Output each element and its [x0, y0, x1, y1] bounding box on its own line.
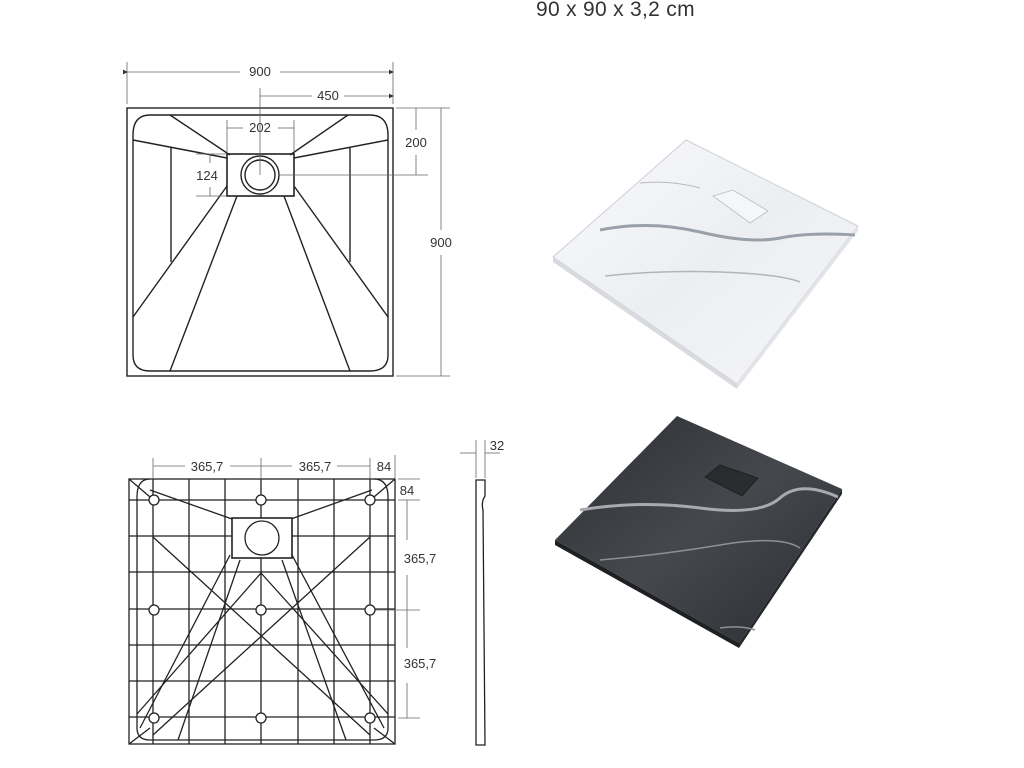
drain-width-dimension: 202: [249, 120, 271, 135]
top-view-dimensions: [123, 62, 450, 377]
white-marble-tray-photo: [552, 139, 859, 389]
product-dimensions-title: 90 x 90 x 3,2 cm: [536, 0, 695, 21]
bottom-spacing-y2: 365,7: [404, 656, 437, 671]
thickness-dimension: 32: [490, 438, 504, 453]
bottom-spacing-x1: 365,7: [191, 459, 224, 474]
bottom-edge-y: 84: [400, 483, 414, 498]
bottom-view-dimensions: [152, 455, 420, 719]
bottom-spacing-y1: 365,7: [404, 551, 437, 566]
top-width-dimension: 900: [249, 64, 271, 79]
bottom-edge-x: 84: [377, 459, 391, 474]
top-view-drawing: [126, 107, 394, 377]
bottom-view-drawing: [128, 478, 396, 745]
black-slate-tray-photo: [555, 416, 842, 648]
bottom-spacing-x2: 365,7: [299, 459, 332, 474]
side-view-drawing: [475, 479, 486, 746]
drain-offset-dimension: 200: [405, 135, 427, 150]
top-half-width-dimension: 450: [317, 88, 339, 103]
top-height-dimension: 900: [430, 235, 452, 250]
drain-height-dimension: 124: [196, 168, 218, 183]
